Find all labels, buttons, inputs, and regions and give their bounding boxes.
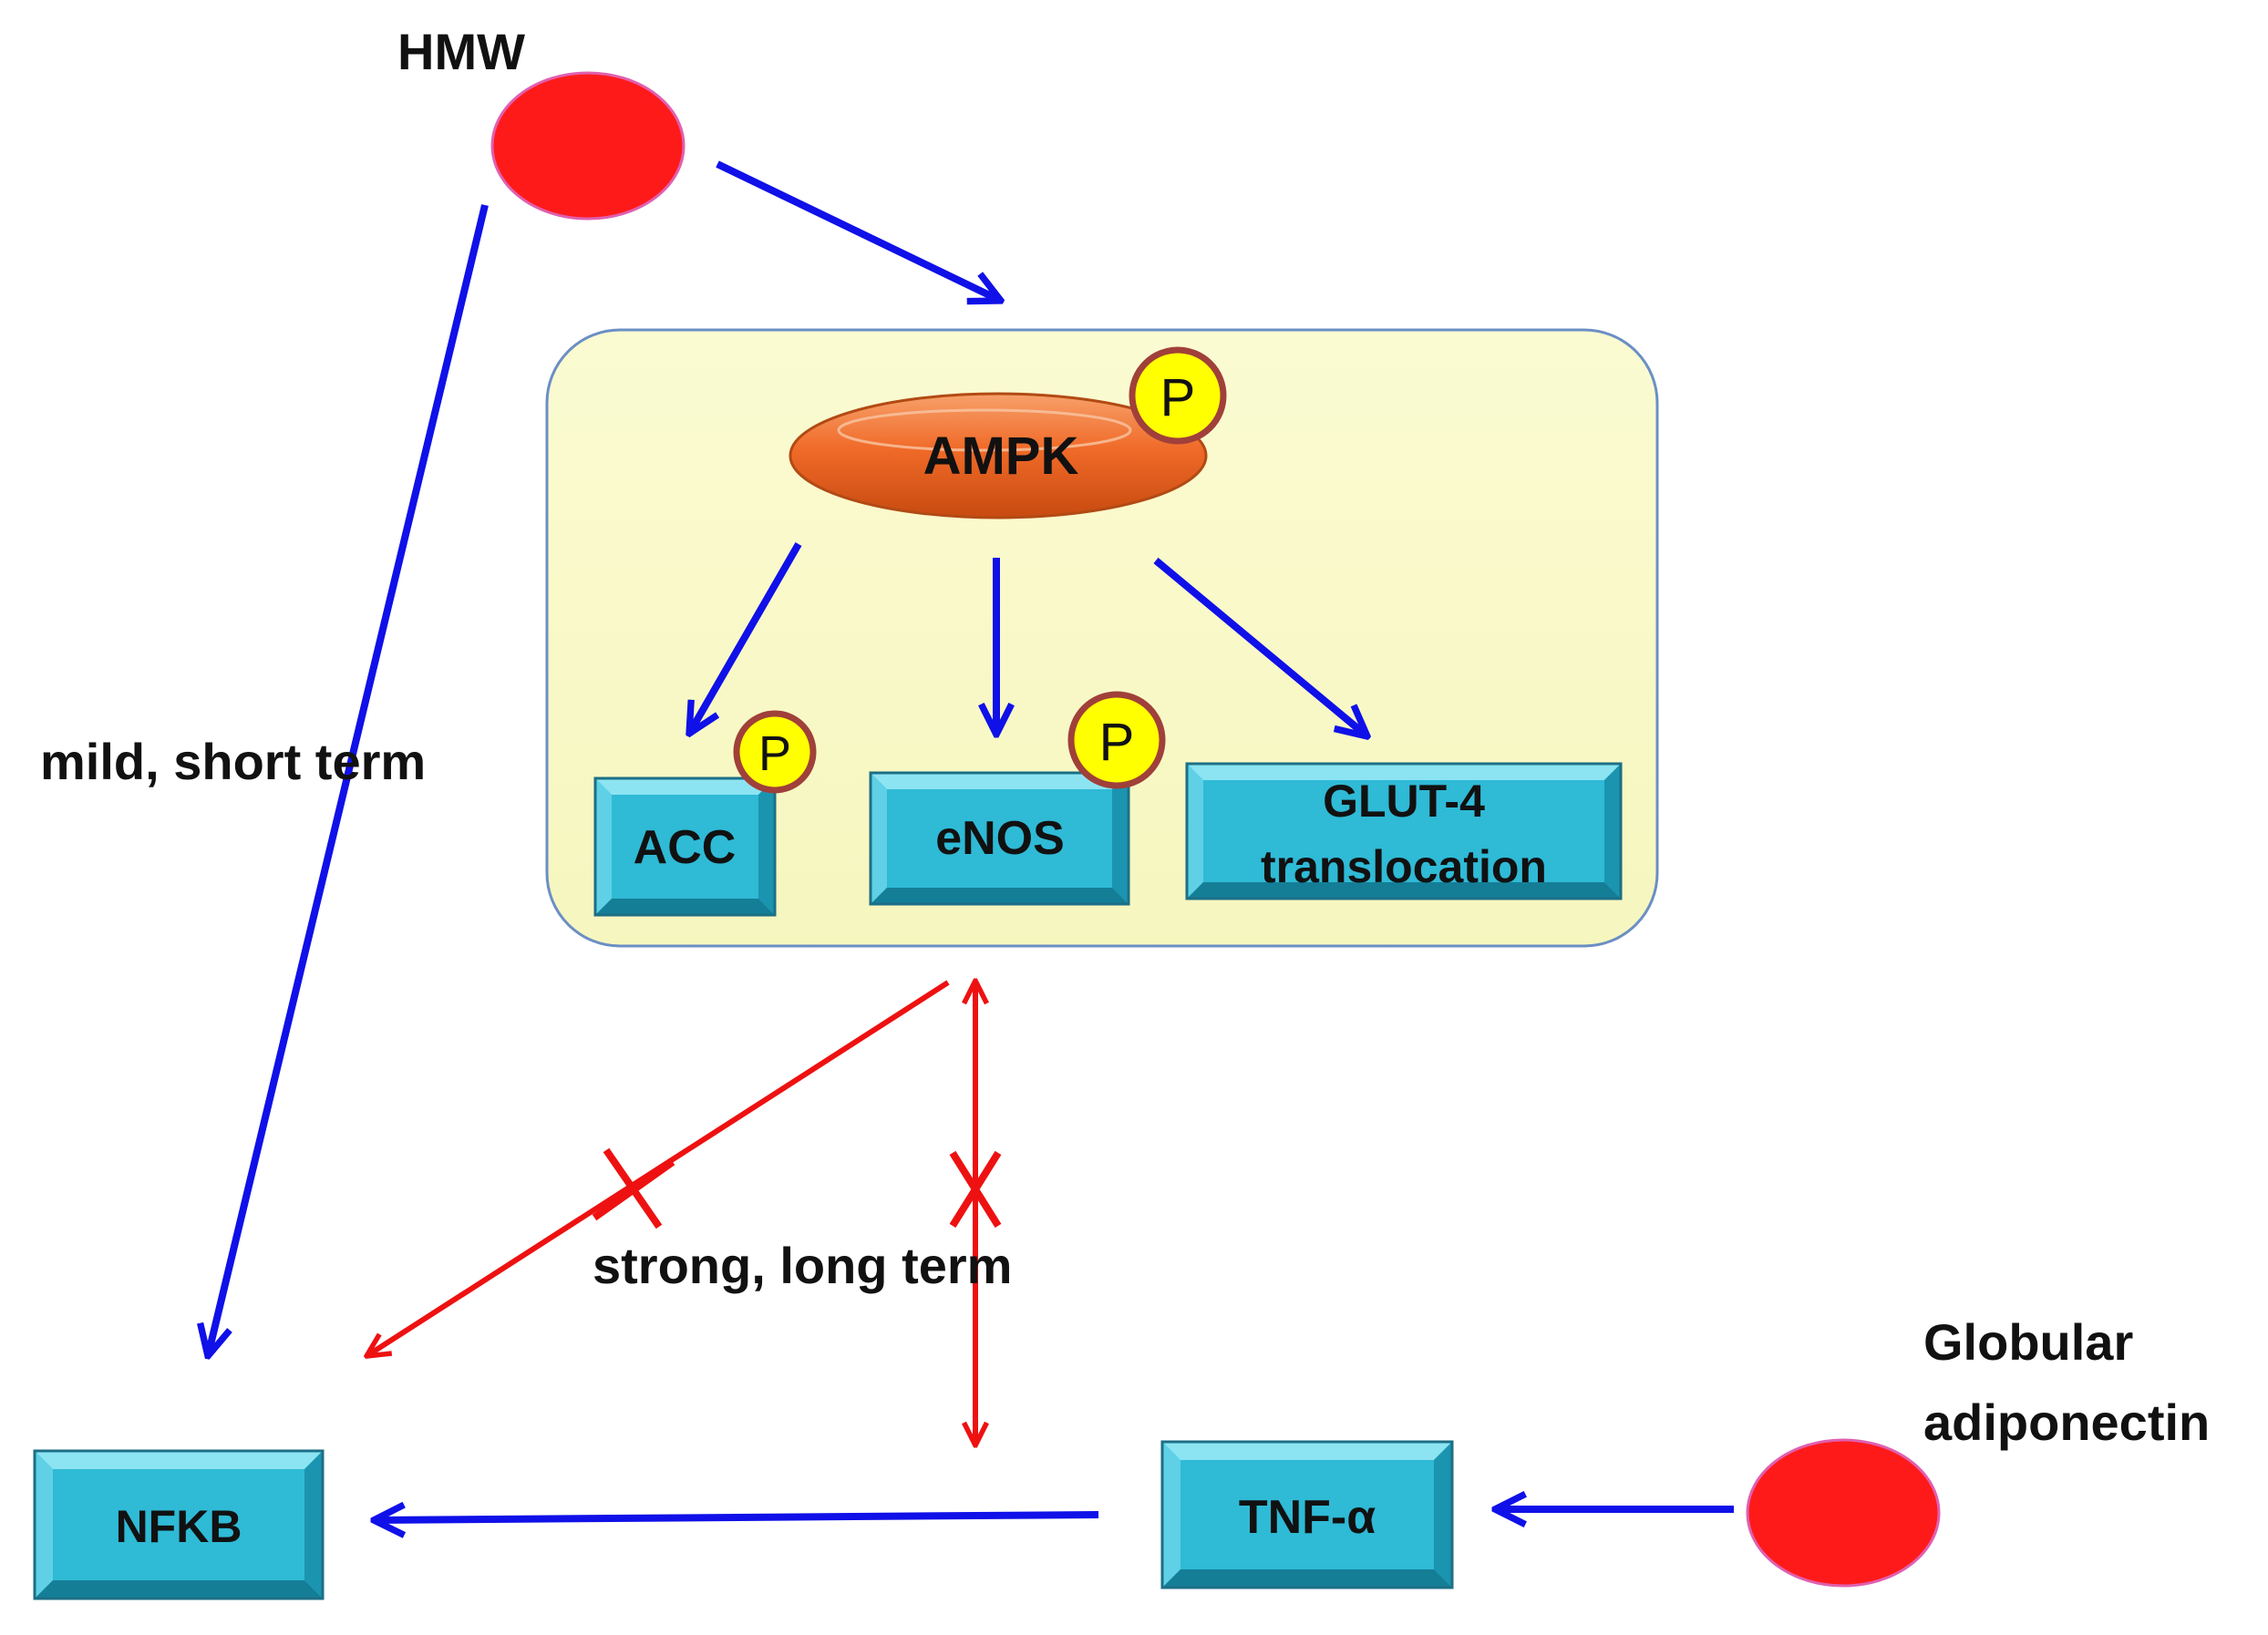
arrow-hmw-to-ampk — [716, 160, 1001, 301]
globular-label-line1: Globular — [1923, 1313, 2133, 1371]
inhibit-cross-mark-left — [592, 1147, 675, 1229]
nfkb-box: NFKB — [33, 1449, 325, 1600]
mild-short-term-label: mild, short term — [40, 733, 426, 790]
acc-phospho-badge: P — [733, 710, 817, 794]
inhibit-cross-mark-center — [949, 1150, 1002, 1229]
glut4-label-line2: translocation — [1261, 841, 1547, 892]
svg-text:P: P — [1099, 713, 1135, 772]
arrow-tnf-to-nfkb — [374, 1515, 1099, 1520]
nfkb-label: NFKB — [116, 1501, 242, 1552]
ampk-phospho-badge: P — [1129, 346, 1227, 445]
strong-long-term-label: strong, long term — [593, 1237, 1012, 1294]
enos-label: eNOS — [935, 812, 1065, 865]
arrow-hmw-to-nfkb — [208, 204, 489, 1356]
svg-text:P: P — [1160, 368, 1196, 427]
tnf-alpha-label: TNF-α — [1239, 1491, 1376, 1544]
arrow-ampk-to-glut4 — [1153, 557, 1367, 736]
glut4-label-line1: GLUT-4 — [1323, 776, 1485, 827]
globular-label-line2: adiponectin — [1923, 1393, 2210, 1451]
globular-adiponectin-ligand — [1746, 1438, 1941, 1588]
acc-box: ACC — [593, 776, 777, 917]
tnf-alpha-box: TNF-α — [1160, 1440, 1454, 1589]
arrow-ampk-to-acc — [689, 542, 802, 734]
enos-box: eNOS — [869, 771, 1130, 906]
ampk-kinase — [789, 392, 1208, 519]
hmw-ligand — [490, 71, 686, 221]
ampk-highlight — [837, 408, 1132, 452]
glut4-box: GLUT-4 translocation — [1185, 762, 1623, 900]
svg-text:P: P — [758, 726, 791, 781]
enos-phospho-badge: P — [1067, 691, 1166, 789]
acc-label: ACC — [634, 821, 737, 874]
ampk-label: AMPK — [923, 427, 1079, 486]
hmw-label: HMW — [397, 23, 525, 80]
